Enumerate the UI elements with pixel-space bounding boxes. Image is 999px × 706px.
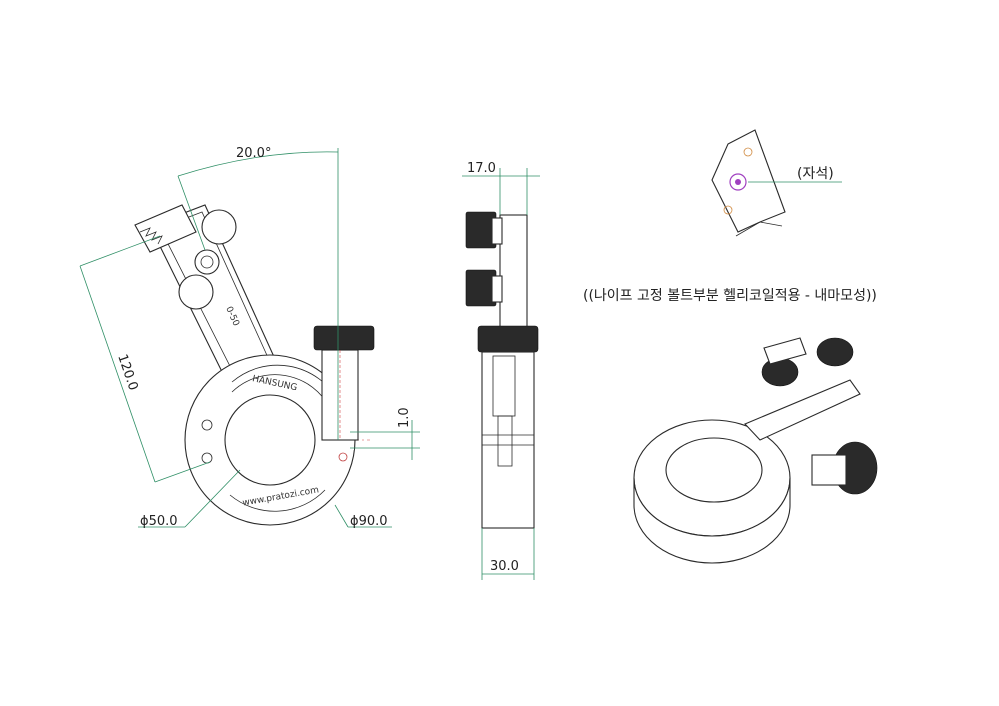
- detail-hole-top: [743, 147, 753, 157]
- hinge-hole-upper: [201, 419, 213, 431]
- side-view: 17.0 30.0: [462, 161, 540, 580]
- side-arm: [499, 214, 528, 331]
- length-dim-line: [79, 265, 156, 483]
- iso-ring-side: [633, 477, 791, 564]
- detail-lower-edge: [735, 221, 783, 237]
- side-knob-lower-shaft: [491, 275, 503, 303]
- detail-blade-holder: [711, 129, 786, 233]
- iso-lock-shaft: [811, 454, 847, 486]
- helicoil-note: ((나이프 고정 볼트부분 헬리코일적용 - 내마모성)): [583, 288, 877, 304]
- side-top-dim: 17.0: [467, 161, 496, 176]
- iso-knob-a: [761, 357, 799, 387]
- side-ring-body: [481, 351, 535, 529]
- detail-view: (자석): [711, 129, 842, 237]
- front-view: 0-50 HANSUNG www.pratozi.com 20.0° 120.0…: [79, 146, 420, 529]
- inner-dia-leader: [184, 469, 241, 528]
- angle-dim-arc: [177, 151, 339, 177]
- isometric-view: [633, 337, 878, 564]
- lock-knob: [313, 325, 375, 351]
- length-dim: 120.0: [114, 352, 140, 392]
- side-width-dim: 30.0: [490, 559, 519, 574]
- offset-dim: 1.0: [397, 407, 412, 428]
- side-thread: [497, 415, 513, 467]
- outer-diameter-dim: ϕ90.0: [350, 514, 388, 529]
- length-ext-bottom: [154, 461, 211, 483]
- side-lock-knob: [477, 325, 539, 353]
- knob-lower: [178, 274, 214, 310]
- blade: [134, 204, 197, 253]
- screw-hole: [338, 452, 348, 462]
- outer-dia-leader: [334, 504, 349, 528]
- magnet-callout: (자석): [797, 166, 834, 182]
- iso-knob-b: [816, 337, 854, 367]
- pivot-bolt-head: [200, 255, 214, 269]
- pivot-bolt: [194, 249, 220, 275]
- web-plate-outline: [229, 489, 326, 512]
- magnet-center: [735, 179, 741, 185]
- blade-teeth: [139, 227, 163, 245]
- length-ext-top: [79, 235, 161, 267]
- ring-inner: [224, 394, 316, 486]
- iso-ring-bore: [665, 437, 763, 503]
- side-knob-upper-shaft: [491, 217, 503, 245]
- detail-hole-bottom: [723, 205, 733, 215]
- angle-dim: 20.0°: [236, 146, 271, 161]
- inner-diameter-dim: ϕ50.0: [140, 514, 178, 529]
- iso-blade: [763, 337, 807, 365]
- angle-ext-left: [177, 175, 206, 251]
- knob-upper: [201, 209, 237, 245]
- iso-arm: [744, 379, 861, 441]
